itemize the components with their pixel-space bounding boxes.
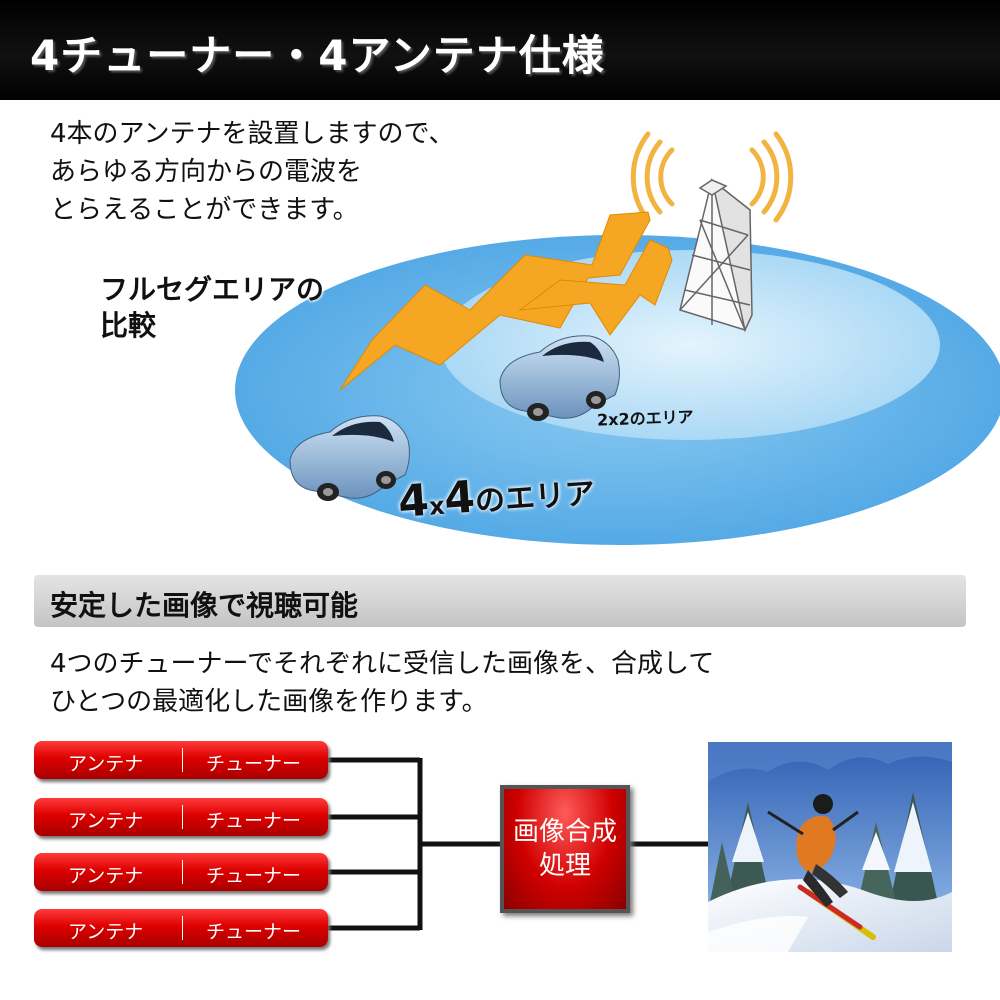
- area-comparison-title: フルセグエリアの 比較: [100, 272, 324, 344]
- description-text: 4つのチューナーでそれぞれに受信した画像を、合成して ひとつの最適化した画像を作…: [50, 645, 714, 721]
- car-far-icon: [289, 415, 410, 501]
- intro-line: とらえることができます。: [50, 195, 359, 225]
- tuner-label: チューナー: [206, 921, 302, 943]
- antenna-tuner-row: アンテナ チューナー: [34, 741, 328, 779]
- car-near-tower-icon: [499, 335, 620, 421]
- antenna-label: アンテナ: [68, 753, 144, 775]
- processor-line: 画像合成: [512, 817, 617, 847]
- intro-line: 4本のアンテナを設置しますので、: [50, 119, 455, 149]
- signal-wiring: [328, 757, 708, 931]
- processor-line: 処理: [538, 851, 591, 881]
- pill-divider: [182, 805, 183, 829]
- area-2x2-label: 2x2のエリア: [596, 407, 694, 430]
- intro-text: 4本のアンテナを設置しますので、 あらゆる方向からの電波を とらえることができま…: [50, 115, 454, 229]
- coverage-illustration: [235, 131, 1000, 545]
- pill-divider: [182, 748, 183, 772]
- area-title-line: 比較: [100, 309, 157, 342]
- antenna-tuner-row: アンテナ チューナー: [34, 798, 328, 836]
- lightning-signal-icon: [339, 211, 673, 391]
- description-line: ひとつの最適化した画像を作ります。: [50, 687, 488, 717]
- antenna-tuner-row: アンテナ チューナー: [34, 909, 328, 947]
- tuner-label: チューナー: [206, 865, 302, 887]
- image-compositing-box: 画像合成 処理: [500, 785, 630, 913]
- broadcast-tower-icon: [679, 178, 753, 333]
- antenna-label: アンテナ: [68, 921, 144, 943]
- area-4x4-suffix: のエリア: [473, 476, 597, 520]
- skier-photo: [708, 742, 952, 952]
- antenna-tuner-row: アンテナ チューナー: [34, 853, 328, 891]
- skier-figure-icon: [767, 794, 876, 940]
- intro-line: あらゆる方向からの電波を: [50, 157, 363, 187]
- antenna-label: アンテナ: [68, 810, 144, 832]
- pill-divider: [182, 916, 183, 940]
- area-4x4-n2: 4: [442, 471, 477, 525]
- antenna-label: アンテナ: [68, 865, 144, 887]
- area-4x4-n1: 4: [396, 474, 431, 528]
- tuner-label: チューナー: [206, 810, 302, 832]
- description-line: 4つのチューナーでそれぞれに受信した画像を、合成して: [50, 649, 715, 679]
- page-title: 4チューナー・4アンテナ仕様: [30, 31, 605, 80]
- title-bar: 4チューナー・4アンテナ仕様: [0, 0, 1000, 100]
- pill-divider: [182, 860, 183, 884]
- section-header: 安定した画像で視聴可能: [34, 575, 966, 627]
- signal-waves-icon: [630, 131, 794, 223]
- section-title: 安定した画像で視聴可能: [50, 589, 359, 622]
- area-title-line: フルセグエリアの: [100, 273, 325, 306]
- tuner-label: チューナー: [206, 753, 302, 775]
